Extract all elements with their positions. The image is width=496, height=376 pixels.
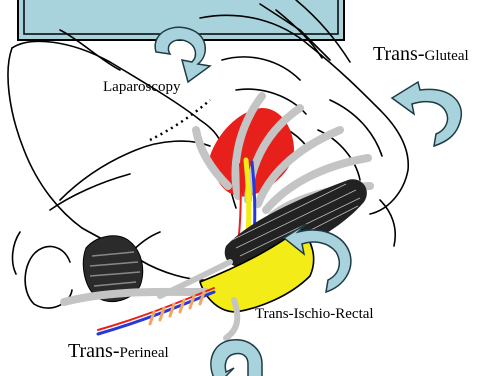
label-trans-perineal-suffix: Perineal (120, 345, 169, 361)
label-trans-gluteal: Trans-Gluteal (373, 44, 469, 64)
label-trans-perineal-prefix: Trans- (68, 340, 120, 362)
label-trans-gluteal-prefix: Trans- (373, 43, 425, 65)
arrow-trans-gluteal (392, 82, 461, 146)
arrow-trans-perineal (211, 340, 262, 376)
label-trans-perineal: Trans-Perineal (68, 341, 169, 361)
label-laparoscopy: Laparoscopy (103, 80, 180, 95)
label-trans-gluteal-suffix: Gluteal (425, 48, 469, 64)
label-trans-ischio-rectal: Trans-Ischio-Rectal (255, 307, 374, 322)
